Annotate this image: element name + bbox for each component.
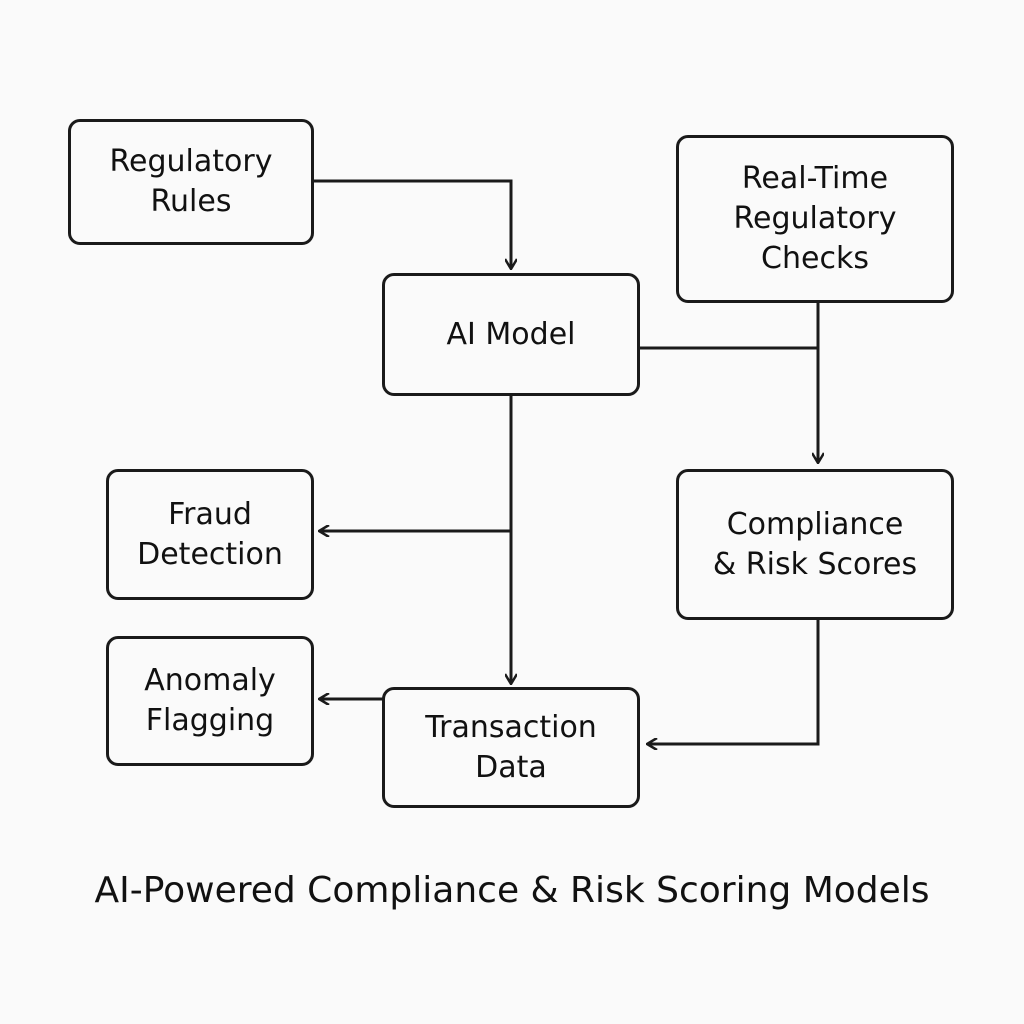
node-fraud-detection: Fraud Detection xyxy=(106,469,314,600)
node-transaction-data: Transaction Data xyxy=(382,687,640,808)
node-realtime-checks: Real-Time Regulatory Checks xyxy=(676,135,954,303)
node-label: Compliance & Risk Scores xyxy=(712,506,918,582)
node-label: Anomaly Flagging xyxy=(144,663,276,738)
arrow-rules-to-ai xyxy=(314,179,511,268)
node-ai-model: AI Model xyxy=(382,273,640,396)
node-label: Transaction Data xyxy=(425,709,597,785)
node-label: Real-Time Regulatory Checks xyxy=(733,161,897,276)
node-label: Fraud Detection xyxy=(137,496,283,572)
node-compliance-scores: Compliance & Risk Scores xyxy=(676,469,954,620)
node-label: Regulatory Rules xyxy=(109,144,273,219)
arrow-scores-to-transaction xyxy=(648,620,820,744)
node-label: AI Model xyxy=(446,316,576,352)
diagram-title: AI-Powered Compliance & Risk Scoring Mod… xyxy=(94,870,930,911)
node-regulatory-rules: Regulatory Rules xyxy=(68,119,314,245)
node-anomaly-flagging: Anomaly Flagging xyxy=(106,636,314,766)
